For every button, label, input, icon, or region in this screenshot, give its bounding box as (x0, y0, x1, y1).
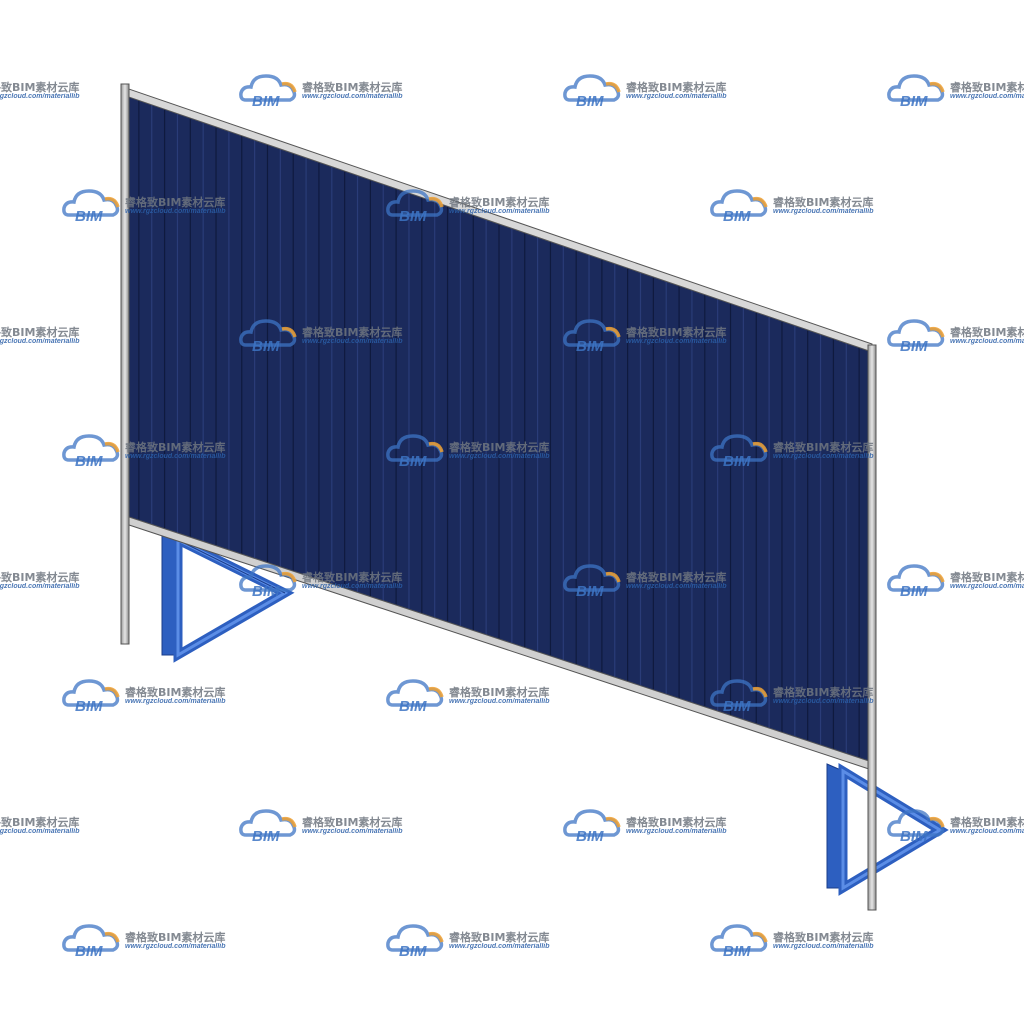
panel-ribs (138, 100, 860, 764)
post-left (120, 83, 130, 645)
support-bracket-right (826, 762, 949, 896)
post-right (867, 344, 877, 911)
